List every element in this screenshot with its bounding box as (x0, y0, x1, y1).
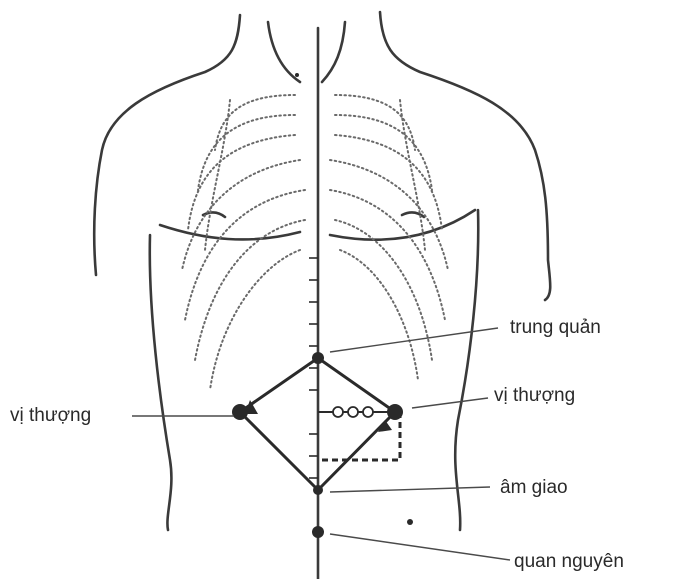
midline-scale (309, 258, 318, 478)
label-am-giao: âm giao (500, 478, 568, 497)
label-trung-quan: trung quản (510, 318, 601, 337)
label-vi-thuong-left: vị thượng (10, 406, 91, 425)
rotation-marks (333, 407, 373, 417)
point-quan-nguyen (312, 526, 324, 538)
point-vi-thuong-left (232, 404, 248, 420)
point-vi-thuong-right (387, 404, 403, 420)
point-trung-quan (312, 352, 324, 364)
label-vi-thuong-right: vị thượng (494, 386, 575, 405)
massage-path (240, 358, 400, 490)
point-am-giao (313, 485, 323, 495)
label-quan-nguyen: quan nguyên (514, 552, 624, 571)
torso-outline (94, 12, 550, 579)
